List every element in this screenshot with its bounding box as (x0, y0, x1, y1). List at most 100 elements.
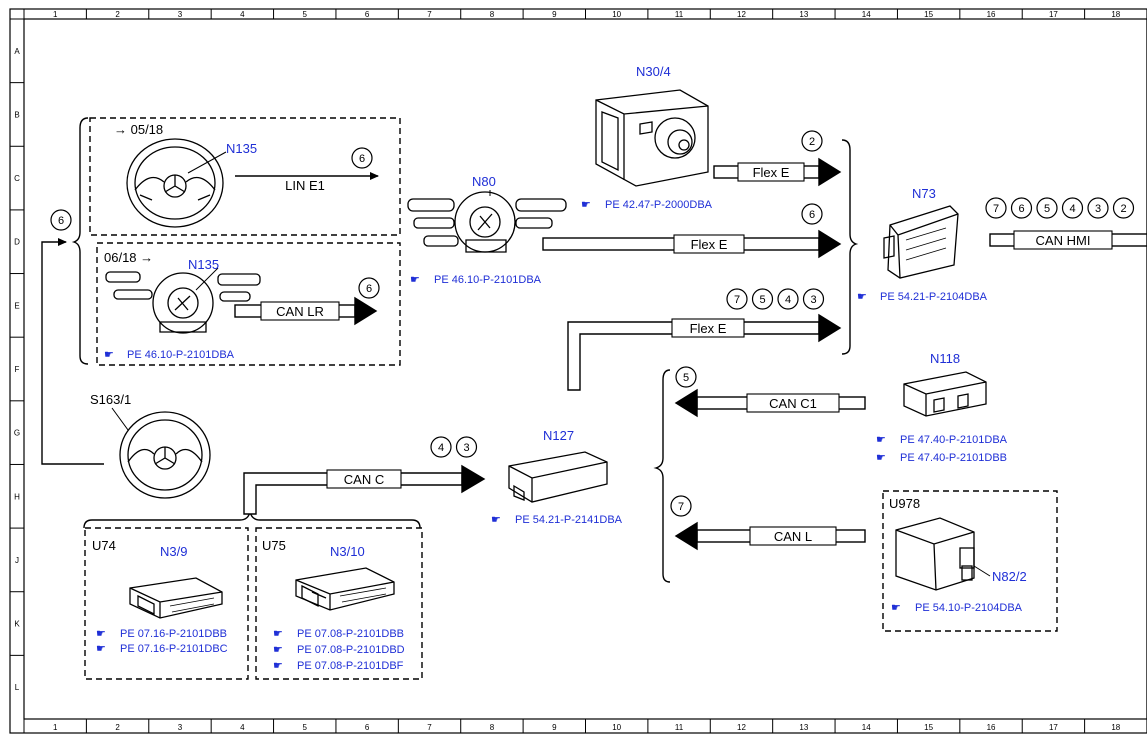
flex-e-low-label: Flex E (690, 321, 727, 336)
flex-e-mid-arrow (818, 229, 842, 259)
n73-control-unit-icon (883, 205, 959, 279)
n135-b-label: N135 (188, 257, 219, 272)
column-number-bottom: 18 (1111, 723, 1120, 732)
hand-pointer-icon: ☛ (876, 434, 886, 446)
s163-1-label: S163/1 (90, 392, 131, 407)
marker-number: 2 (1120, 203, 1126, 215)
marker-number: 3 (1095, 203, 1101, 215)
frame-outer (9, 8, 1147, 734)
n80-switch-module-icon (407, 190, 567, 253)
column-number-top: 3 (178, 10, 183, 19)
ref-link[interactable]: ☛ PE 47.40-P-2101DBA (876, 434, 1008, 446)
n118-module-icon (903, 371, 987, 417)
n135-a-date-tag: → 05/18 (114, 122, 163, 137)
marker-circle (801, 203, 823, 225)
hand-pointer-icon: ☛ (104, 349, 114, 361)
ref-link[interactable]: ☛PE 46.10-P-2101DBA (410, 274, 542, 286)
row-letter: K (14, 620, 20, 629)
row-letter: J (15, 556, 19, 565)
n135-b-dashed-box (96, 242, 401, 366)
can-l-label-box (749, 526, 837, 546)
n118-label: N118 (930, 351, 960, 366)
can-lr-label: CAN LR (276, 304, 324, 319)
ref-link[interactable]: ☛PE 42.47-P-2000DBA (581, 199, 713, 211)
row-letter: C (14, 174, 20, 183)
svg-text:PE 07.08-P-2101DBF: PE 07.08-P-2101DBF (297, 660, 404, 672)
marker-circle (1061, 197, 1084, 219)
marker-circle (777, 288, 799, 310)
svg-text:PE 46.10-P-2101DBA: PE 46.10-P-2101DBA (434, 274, 542, 286)
column-number-top: 9 (552, 10, 557, 19)
u75-label: U75 (262, 538, 286, 553)
column-number-top: 14 (862, 10, 871, 19)
flex-e-top-label-box (737, 162, 805, 182)
ref-link[interactable]: ☛PE 54.10-P-2104DBA (891, 602, 1023, 614)
n127-module-icon (508, 451, 608, 503)
ref-link[interactable]: ☛PE 54.21-P-2141DBA (491, 514, 623, 526)
ref-link[interactable]: ☛ PE 46.10-P-2101DBA (104, 349, 235, 361)
marker-number: 6 (809, 209, 815, 221)
hand-pointer-icon: ☛ (273, 628, 283, 640)
column-number-top: 13 (799, 10, 808, 19)
svg-text:PE 42.47-P-2000DBA: PE 42.47-P-2000DBA (605, 199, 713, 211)
column-number-top: 11 (675, 10, 684, 19)
column-number-bottom: 7 (427, 723, 432, 732)
column-number-top: 8 (490, 10, 495, 19)
marker-circle (358, 277, 380, 299)
ref-link[interactable]: ☛PE 07.16-P-2101DBB (96, 628, 227, 640)
steering-wheel-s163-1-icon (111, 407, 211, 499)
hand-pointer-icon: ☛ (96, 643, 106, 655)
column-ruler: 1122334455667788991010111112121313141415… (23, 9, 1121, 733)
marker-circle (802, 288, 825, 310)
marker-number: 7 (734, 294, 740, 306)
marker-number: 4 (1069, 203, 1075, 215)
n3-9-label: N3/9 (160, 544, 187, 559)
marker-circle (455, 436, 478, 458)
svg-text:PE 46.10-P-2101DBA: PE 46.10-P-2101DBA (127, 349, 235, 361)
column-number-bottom: 9 (552, 723, 557, 732)
can-l-arrow (674, 521, 698, 551)
marker-number: 7 (993, 203, 999, 215)
ref-link[interactable]: ☛ PE 07.08-P-2101DBB (273, 628, 404, 640)
svg-text:PE 07.08-P-2101DBB: PE 07.08-P-2101DBB (297, 628, 404, 640)
column-number-top: 18 (1111, 10, 1120, 19)
marker-circle (670, 495, 692, 517)
column-number-top: 2 (115, 10, 120, 19)
column-number-bottom: 12 (737, 723, 746, 732)
hand-pointer-icon: ☛ (491, 514, 501, 526)
svg-text:PE 47.40-P-2101DBA: PE 47.40-P-2101DBA (900, 434, 1008, 446)
ref-link[interactable]: ☛PE 54.21-P-2104DBA (857, 291, 988, 303)
n30-4-pump-unit-icon (595, 89, 709, 187)
marker-circle (1010, 197, 1033, 219)
can-c-label: CAN C (344, 472, 384, 487)
marker-circle (751, 288, 774, 310)
ref-link[interactable]: ☛PE 07.16-P-2101DBC (96, 643, 228, 655)
row-letter: F (15, 365, 20, 374)
flex-e-top-arrow (818, 157, 842, 187)
marker-circle (351, 147, 373, 169)
ref-link[interactable]: ☛PE 07.08-P-2101DBD (273, 644, 405, 656)
column-number-top: 15 (924, 10, 933, 19)
flex-e-low-arrow (818, 313, 842, 343)
column-number-top: 16 (987, 10, 996, 19)
flex-e-low-label-box (671, 318, 745, 338)
column-number-bottom: 16 (987, 723, 996, 732)
marker-circle (50, 209, 72, 231)
s163-connection-line (41, 238, 104, 465)
svg-text:PE 07.08-P-2101DBD: PE 07.08-P-2101DBD (297, 644, 405, 656)
can-c1-label: CAN C1 (769, 396, 817, 411)
marker-circle (1112, 197, 1135, 219)
ref-link[interactable]: ☛PE 47.40-P-2101DBB (876, 452, 1007, 464)
marker-number: 6 (58, 215, 64, 227)
u75-dashed-box (255, 527, 423, 680)
u978-label: U978 (889, 496, 920, 511)
can-lr-label-box (260, 301, 340, 321)
marker-circle (675, 366, 697, 388)
svg-text:PE 47.40-P-2101DBB: PE 47.40-P-2101DBB (900, 452, 1007, 464)
ref-link[interactable]: ☛PE 07.08-P-2101DBF (273, 660, 404, 672)
column-number-top: 6 (365, 10, 370, 19)
can-c-label-box (326, 469, 402, 489)
